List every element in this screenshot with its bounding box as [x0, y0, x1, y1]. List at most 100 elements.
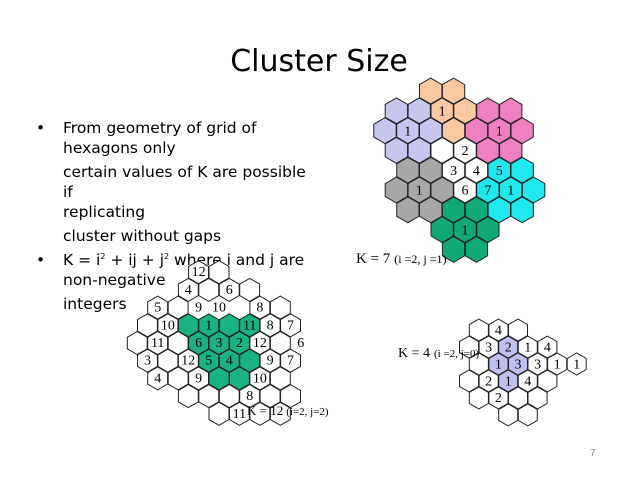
hex-cell-label: 9	[195, 301, 202, 316]
bullet-1-line-1: From geometry of grid of	[63, 119, 257, 137]
white-hex	[147, 295, 169, 320]
lavender-hex	[498, 335, 519, 359]
white-hex	[239, 277, 261, 302]
formula-exponent: 2	[164, 251, 170, 261]
k7-caption: K = 7(i =2, j =1)	[356, 251, 447, 267]
white-hex	[269, 295, 291, 320]
lavender-hex	[384, 97, 409, 125]
bullet-list: • From geometry of grid of hexagons only…	[30, 118, 320, 314]
k4-caption-main: K = 4	[398, 346, 430, 361]
hex-cell-label: 5	[154, 301, 161, 316]
hex-cell-label: 6	[195, 336, 202, 351]
hex-cell-label: 8	[246, 389, 253, 404]
green-hex	[464, 196, 489, 224]
peach-hex	[419, 77, 443, 105]
hex-cell-label: 2	[495, 391, 502, 406]
hex-cell-label: 8	[256, 301, 263, 316]
formula-exponent: 2	[100, 251, 106, 261]
lavender-hex	[498, 369, 519, 393]
white-hex	[280, 384, 301, 409]
white-hex	[517, 403, 538, 427]
bullet-marker: •	[36, 119, 46, 137]
hex-cell-label: 9	[195, 371, 202, 386]
white-hex	[147, 366, 169, 391]
hex-cell-label: 3	[216, 336, 223, 351]
hex-cell-label: 6	[226, 283, 233, 298]
continuation-line: integers	[63, 295, 127, 313]
white-hex	[508, 318, 528, 342]
hex-cell-label: 4	[473, 164, 480, 179]
hex-cell-label: 12	[181, 354, 195, 369]
hex-cell-label: 5	[205, 354, 212, 369]
white-hex	[198, 277, 220, 302]
continuation-line: cluster without gaps	[63, 227, 222, 245]
hex-cell-label: 1	[462, 223, 469, 238]
bullet-1-line-2: hexagons only	[63, 139, 176, 157]
hex-cell-label: 3	[450, 164, 457, 179]
white-hex	[498, 403, 519, 427]
bullet-1-continuation-1: certain values of K are possible if repl…	[30, 162, 320, 222]
hex-cell-label: 3	[144, 354, 151, 369]
green-hex	[464, 235, 489, 263]
bullet-1-continuation-2: cluster without gaps	[30, 226, 320, 246]
k12-caption-main: K = 12	[247, 403, 283, 418]
white-hex	[566, 352, 587, 376]
bullet-marker: •	[36, 251, 46, 269]
hex-cell-label: 8	[267, 318, 274, 333]
hex-cell-label: 4	[544, 340, 551, 355]
hex-cell-label: 4	[185, 283, 192, 298]
white-hex	[249, 295, 271, 320]
k4-caption-params: (i =2, j=0)	[434, 348, 479, 360]
hex-cell-label: 10	[161, 318, 175, 333]
bullet-2-continuation: integers	[30, 294, 320, 314]
pink-hex	[499, 97, 523, 125]
hex-cell-label: 1	[404, 124, 411, 139]
hex-cell-label: 1	[205, 318, 212, 333]
hex-cell-label: 1	[554, 357, 561, 372]
k12-caption: K = 12(i=2, j=2)	[247, 403, 329, 418]
hex-cell-label: 2	[236, 336, 243, 351]
green-hex	[229, 366, 250, 391]
white-hex	[537, 369, 558, 393]
hex-cell-label: 1	[496, 124, 503, 139]
bullet-2-line-2: non-negative	[63, 271, 166, 289]
hex-cell-label: 12	[253, 336, 267, 351]
hex-cell-label: 10	[253, 371, 267, 386]
hex-cell-label: 1	[495, 357, 502, 372]
white-hex	[468, 386, 489, 410]
hex-cell-label: 3	[515, 357, 522, 372]
formula-part: where i and j are	[169, 251, 305, 269]
k4-caption: K = 4 (i =2, j=0)	[398, 346, 479, 361]
hex-cell-label: 12	[192, 265, 206, 280]
continuation-line: certain values of K are possible if	[63, 163, 306, 201]
hex-cell-label: 11	[233, 407, 246, 422]
continuation-line: replicating	[63, 203, 146, 221]
k12-caption-params: (i=2, j=2)	[286, 406, 329, 418]
hex-cell-label: 4	[154, 371, 161, 386]
white-hex	[527, 386, 548, 410]
white-hex	[280, 313, 301, 338]
white-hex	[249, 401, 271, 426]
hex-cell-label: 1	[524, 340, 531, 355]
hex-cell-label: 11	[151, 336, 164, 351]
hex-cell-label: 3	[534, 357, 541, 372]
hex-cell-label: 4	[226, 354, 233, 369]
hex-cell-label: 7	[484, 184, 491, 199]
hex-cell-label: 1	[573, 357, 580, 372]
k7-caption-params: (i =2, j =1)	[394, 252, 446, 266]
white-hex	[269, 401, 291, 426]
k7-caption-main: K = 7	[356, 251, 391, 267]
bullet-1: • From geometry of grid of hexagons only	[30, 118, 320, 158]
formula: K = i2 + ij + j2 where i and j are	[63, 251, 304, 269]
hex-cell-label: 4	[495, 323, 502, 338]
hex-cell-label: 6	[297, 336, 304, 351]
hex-cell-label: 5	[496, 164, 503, 179]
hex-cell-label: 2	[485, 374, 492, 389]
hex-cell-label: 4	[524, 374, 531, 389]
green-hex	[239, 313, 261, 338]
